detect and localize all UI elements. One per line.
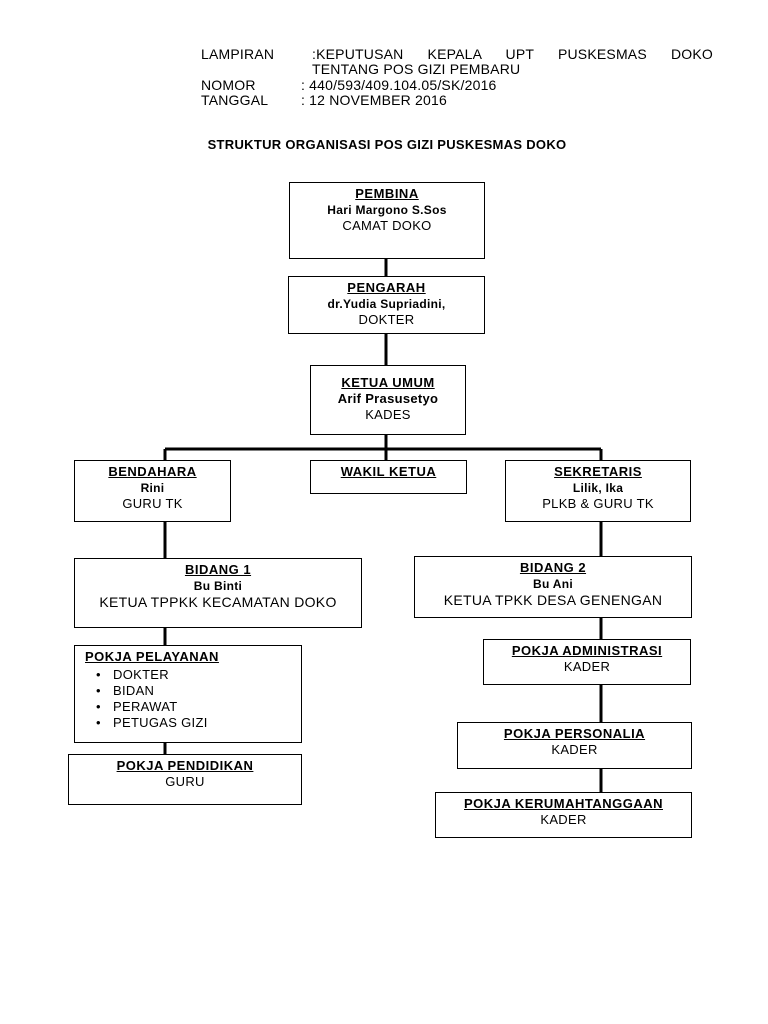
bidang2-role: BIDANG 2 <box>519 560 587 575</box>
wakil-ketua-role: WAKIL KETUA <box>340 464 437 479</box>
list-item: BIDAN <box>96 683 301 699</box>
bidang1-role: BIDANG 1 <box>184 562 252 577</box>
pokja-personalia-role: POKJA PERSONALIA <box>503 726 646 741</box>
tanggal-value: : 12 NOVEMBER 2016 <box>301 92 447 108</box>
lampiran-label: LAMPIRAN <box>201 46 275 62</box>
wakil-ketua-box: WAKIL KETUA <box>310 460 467 494</box>
list-item: PERAWAT <box>96 699 301 715</box>
pembina-box: PEMBINA Hari Margono S.Sos CAMAT DOKO <box>289 182 485 259</box>
list-item: PETUGAS GIZI <box>96 715 301 731</box>
pokja-administrasi-box: POKJA ADMINISTRASI KADER <box>483 639 691 685</box>
ketua-umum-name: Arif Prasusetyo <box>337 391 439 406</box>
tanggal-label: TANGGAL <box>201 92 269 108</box>
pokja-kerumahtanggaan-box: POKJA KERUMAHTANGGAAN KADER <box>435 792 692 838</box>
bidang2-position: KETUA TPKK DESA GENENGAN <box>443 592 663 608</box>
pokja-administrasi-role: POKJA ADMINISTRASI <box>511 643 663 658</box>
lampiran-line: LAMPIRAN :KEPUTUSAN KEPALA UPT PUSKESMAS… <box>201 46 713 62</box>
pengarah-role: PENGARAH <box>347 280 426 295</box>
bidang2-name: Bu Ani <box>532 577 573 591</box>
chart-title: STRUKTUR ORGANISASI POS GIZI PUSKESMAS D… <box>207 137 567 152</box>
sekretaris-box: SEKRETARIS Lilik, Ika PLKB & GURU TK <box>505 460 691 522</box>
pokja-administrasi-position: KADER <box>563 659 611 674</box>
pokja-pelayanan-list: DOKTER BIDAN PERAWAT PETUGAS GIZI <box>85 667 301 731</box>
pengarah-name: dr.Yudia Supriadini, <box>327 297 446 311</box>
bendahara-position: GURU TK <box>122 496 183 511</box>
sekretaris-name: Lilik, Ika <box>572 481 624 495</box>
pokja-pelayanan-box: POKJA PELAYANAN DOKTER BIDAN PERAWAT PET… <box>74 645 302 743</box>
ketua-umum-position: KADES <box>365 407 411 422</box>
pokja-pendidikan-role: POKJA PENDIDIKAN <box>116 758 254 773</box>
pokja-personalia-position: KADER <box>551 742 598 757</box>
bidang1-box: BIDANG 1 Bu Binti KETUA TPPKK KECAMATAN … <box>74 558 362 628</box>
pokja-pendidikan-box: POKJA PENDIDIKAN GURU <box>68 754 302 805</box>
pokja-kerumahtanggaan-position: KADER <box>540 812 587 827</box>
pengarah-position: DOKTER <box>358 312 415 327</box>
pokja-kerumahtanggaan-role: POKJA KERUMAHTANGGAAN <box>464 796 663 811</box>
nomor-label: NOMOR <box>201 77 256 93</box>
bendahara-name: Rini <box>140 481 165 495</box>
pembina-role: PEMBINA <box>355 186 419 201</box>
bidang2-box: BIDANG 2 Bu Ani KETUA TPKK DESA GENENGAN <box>414 556 692 618</box>
pembina-name: Hari Margono S.Sos <box>327 203 447 217</box>
pokja-pendidikan-position: GURU <box>165 774 205 789</box>
nomor-value: : 440/593/409.104.05/SK/2016 <box>301 77 497 93</box>
pengarah-box: PENGARAH dr.Yudia Supriadini, DOKTER <box>288 276 485 334</box>
bidang1-name: Bu Binti <box>193 579 243 593</box>
ketua-umum-box: KETUA UMUM Arif Prasusetyo KADES <box>310 365 466 435</box>
pembina-position: CAMAT DOKO <box>342 218 432 233</box>
ketua-umum-role: KETUA UMUM <box>341 375 435 390</box>
lampiran-value-cont: TENTANG POS GIZI PEMBARU <box>312 61 521 77</box>
pokja-pelayanan-role: POKJA PELAYANAN <box>85 649 219 664</box>
pokja-personalia-box: POKJA PERSONALIA KADER <box>457 722 692 769</box>
bendahara-box: BENDAHARA Rini GURU TK <box>74 460 231 522</box>
bidang1-position: KETUA TPPKK KECAMATAN DOKO <box>99 594 337 610</box>
lampiran-value: :KEPUTUSAN KEPALA UPT PUSKESMAS DOKO <box>312 46 713 62</box>
sekretaris-position: PLKB & GURU TK <box>542 496 654 511</box>
bendahara-role: BENDAHARA <box>108 464 197 479</box>
sekretaris-role: SEKRETARIS <box>554 464 642 479</box>
list-item: DOKTER <box>96 667 301 683</box>
